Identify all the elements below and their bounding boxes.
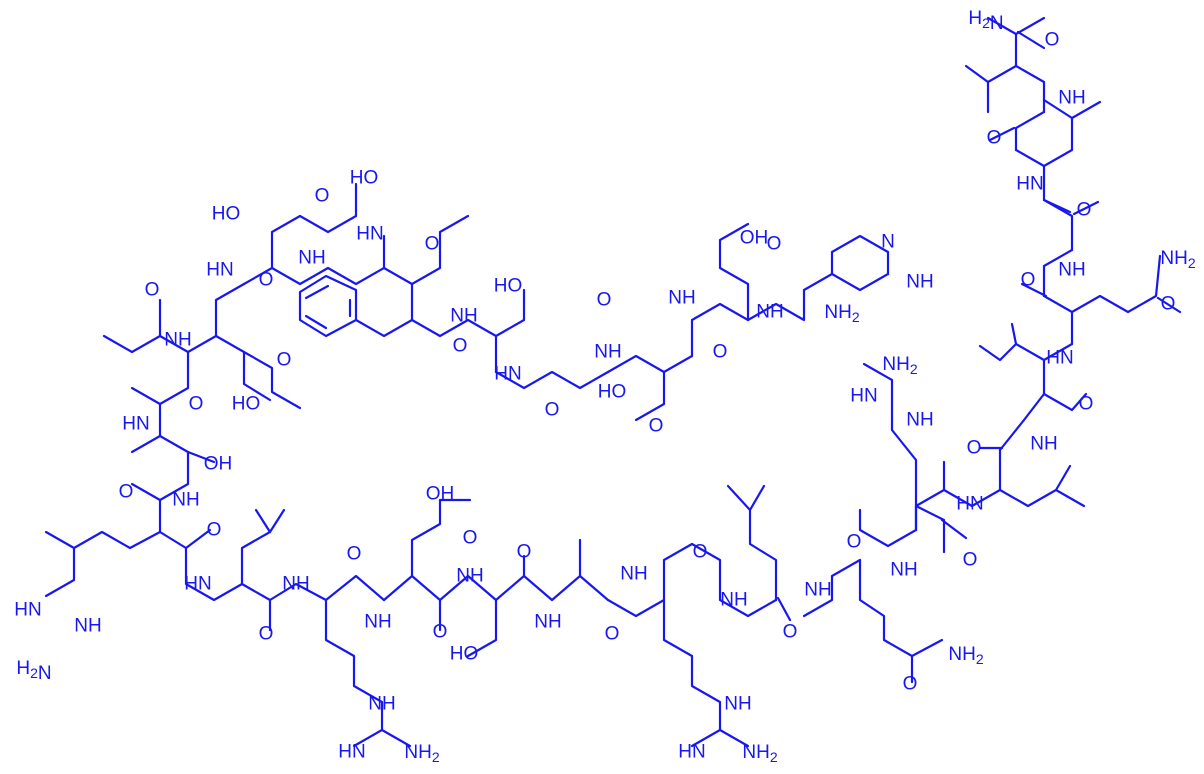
amide-nh-label: NH — [164, 330, 191, 351]
carbonyl-o-label: O — [1161, 294, 1176, 315]
imine-nh2-label: NH2 — [882, 354, 917, 378]
amide-nh-label: NH — [620, 564, 647, 585]
carbonyl-o-label: O — [767, 234, 782, 255]
carbonyl-o-label: O — [847, 532, 862, 553]
carbonyl-o-label: O — [545, 400, 560, 421]
hydroxyl-label: HO — [212, 204, 241, 225]
imine-hn-label: HN — [14, 600, 41, 621]
side-chain-nh2-label: NH2 — [948, 644, 983, 668]
carbonyl-o-label: O — [693, 542, 708, 563]
side-chain-nh2-label: NH2 — [1160, 248, 1195, 272]
amide-nh-label: NH — [668, 288, 695, 309]
amide-nh-label: NH — [724, 694, 751, 715]
carbonyl-o-label: O — [987, 128, 1002, 149]
amide-nh-label: HN — [184, 574, 211, 595]
atom-labels: H2N O NH O HN O NH2 O NH O HN O NH O HN … — [14, 8, 1196, 766]
amide-nh-label: NH — [172, 490, 199, 511]
amide-nh-label: NH — [282, 574, 309, 595]
carbonyl-o-label: O — [189, 394, 204, 415]
hydroxyl-label: HO — [494, 276, 523, 297]
amide-nh-label: HN — [206, 260, 233, 281]
amide-nh-label: NH — [906, 410, 933, 431]
hydroxyl-label: HO — [598, 382, 627, 403]
hydroxyl-label: HO — [350, 168, 379, 189]
amide-nh-label: NH — [298, 248, 325, 269]
amide-nh-label: HN — [494, 364, 521, 385]
bond-skeleton — [44, 16, 1182, 748]
amide-nh-label: HN — [1046, 348, 1073, 369]
carbonyl-o-label: O — [713, 342, 728, 363]
carbonyl-o-label: O — [1077, 200, 1092, 221]
imidazole-nh-label: NH — [906, 272, 933, 293]
carbonyl-o-label: O — [259, 270, 274, 291]
amide-nh-label: NH — [756, 302, 783, 323]
carbonyl-o-label: O — [277, 350, 292, 371]
imidazole-n-label: N — [881, 232, 895, 253]
amide-nh-label: NH — [720, 590, 747, 611]
amide-nh-label: NH — [74, 616, 101, 637]
amide-nh-label: NH — [456, 566, 483, 587]
carbonyl-o-label: O — [433, 622, 448, 643]
hydroxyl-label: OH — [426, 484, 455, 505]
phenyl-ring — [304, 284, 352, 330]
amide-nh-label: NH — [368, 694, 395, 715]
carbonyl-o-label: O — [967, 438, 982, 459]
amide-nh-label: NH — [594, 342, 621, 363]
imine-hn-label: HN — [338, 742, 365, 763]
imine-hn-label: HN — [850, 386, 877, 407]
carbonyl-o-label: O — [1079, 394, 1094, 415]
carbonyl-o-label: O — [315, 186, 330, 207]
carbonyl-o-label: O — [963, 550, 978, 571]
carbonyl-o-label: O — [145, 280, 160, 301]
imine-hn-label: HN — [678, 742, 705, 763]
carbonyl-o-label: O — [453, 336, 468, 357]
imine-nh2-label: NH2 — [742, 742, 777, 766]
carbonyl-o-label: O — [463, 528, 478, 549]
carbonyl-o-label: O — [649, 416, 664, 437]
amide-nh-label: HN — [122, 414, 149, 435]
amide-nh-label: NH — [804, 580, 831, 601]
carbonyl-o-label: O — [119, 482, 134, 503]
carbonyl-o-label: O — [259, 624, 274, 645]
n-terminal-amine-label: NH2 — [824, 302, 859, 326]
amide-nh-label: NH — [450, 306, 477, 327]
hydroxyl-label: OH — [204, 454, 233, 475]
amide-nh-label: NH — [364, 612, 391, 633]
carbonyl-o-label: O — [517, 542, 532, 563]
amide-nh-label: HN — [356, 224, 383, 245]
carbonyl-o-label: O — [347, 544, 362, 565]
carbonyl-o-label: O — [1021, 270, 1036, 291]
amide-nh-label: NH — [1058, 88, 1085, 109]
amide-nh-label: NH — [890, 560, 917, 581]
carbonyl-o-label: O — [207, 520, 222, 541]
hydroxyl-label: HO — [232, 394, 261, 415]
carbonyl-o-label: O — [605, 624, 620, 645]
imine-nh2-label: NH2 — [404, 742, 439, 766]
carbonyl-o-label: O — [1045, 30, 1060, 51]
amide-nh-label: HN — [1016, 174, 1043, 195]
amide-nh-label: HN — [956, 494, 983, 515]
carbonyl-o-label: O — [425, 234, 440, 255]
hydroxyl-label: OH — [740, 228, 769, 249]
carbonyl-o-label: O — [597, 290, 612, 311]
carbonyl-o-label: O — [783, 622, 798, 643]
carbonyl-o-label: O — [903, 674, 918, 695]
amide-nh-label: NH — [1058, 260, 1085, 281]
amide-nh-label: NH — [534, 612, 561, 633]
hydroxyl-label: HO — [450, 644, 479, 665]
terminal-amide-label: H2N — [968, 8, 1003, 34]
amide-nh-label: NH — [1030, 434, 1057, 455]
imine-nh2-label: H2N — [16, 658, 51, 684]
